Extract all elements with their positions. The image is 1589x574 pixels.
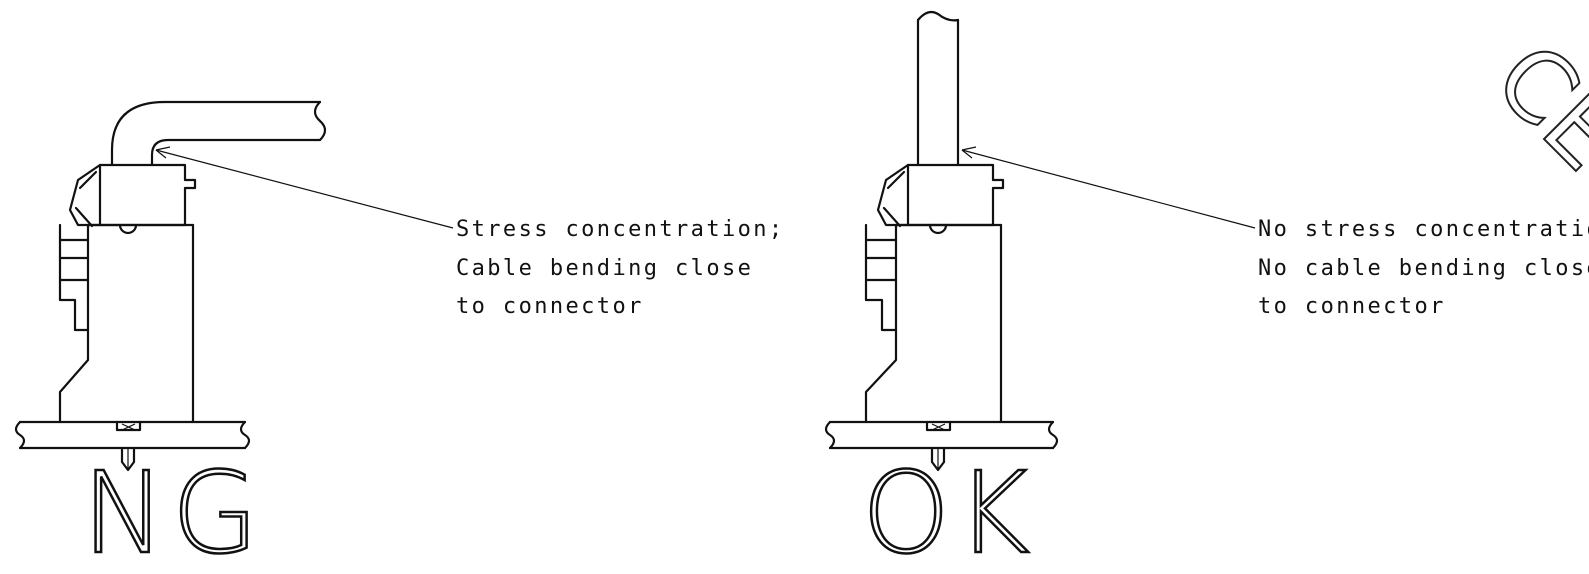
ok-verdict-label: OK bbox=[862, 449, 1036, 574]
ng-note-line-2: Cable bending close bbox=[456, 256, 753, 281]
ok-note: No stress concentration; No cable bendin… bbox=[1258, 217, 1589, 319]
ng-note-line-1: Stress concentration; bbox=[456, 217, 785, 242]
ok-panel: No stress concentration; No cable bendin… bbox=[824, 10, 1589, 574]
ok-note-line-1: No stress concentration; bbox=[1258, 217, 1589, 242]
watermark-text: CE bbox=[1474, 22, 1589, 191]
ng-mounting-board bbox=[14, 420, 251, 472]
ok-note-line-3: to connector bbox=[1258, 294, 1446, 319]
ng-note: Stress concentration; Cable bending clos… bbox=[456, 217, 800, 319]
ng-connector-housing bbox=[58, 163, 197, 424]
ng-verdict-label: NG bbox=[82, 449, 265, 574]
ng-panel: Stress concentration; Cable bending clos… bbox=[14, 100, 800, 574]
ok-connector-housing bbox=[864, 163, 1005, 424]
ng-bent-cable bbox=[110, 100, 327, 167]
ok-mounting-board bbox=[824, 420, 1059, 472]
ng-note-line-3: to connector bbox=[456, 294, 644, 319]
ok-leader-arrow bbox=[961, 146, 1256, 229]
ok-note-line-2: No cable bending close bbox=[1258, 256, 1589, 281]
ok-straight-cable bbox=[916, 10, 960, 167]
ng-leader-arrow bbox=[155, 146, 454, 229]
